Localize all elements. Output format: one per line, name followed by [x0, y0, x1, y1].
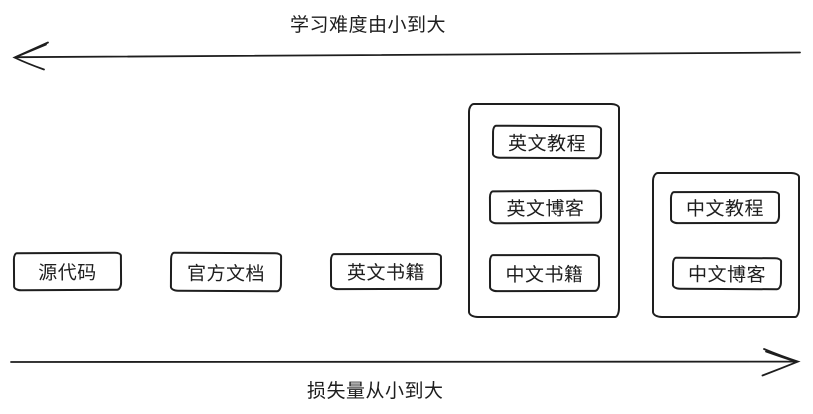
box-source-code: 源代码: [12, 251, 123, 292]
box-english-tutorials: 英文教程: [491, 124, 603, 160]
group-english-resources: 英文教程 英文博客 中文书籍: [468, 103, 620, 318]
box-english-tutorials-label: 英文教程: [507, 133, 587, 155]
difficulty-arrow-left-icon: [12, 41, 801, 71]
box-source-code-label: 源代码: [38, 262, 97, 285]
box-chinese-books-label: 中文书籍: [505, 264, 584, 286]
box-english-blogs-label: 英文博客: [506, 198, 585, 220]
difficulty-axis-label: 学习难度由小到大: [290, 15, 447, 36]
loss-axis-label: 损失量从小到大: [307, 381, 444, 402]
box-official-docs-label: 官方文档: [186, 263, 266, 285]
box-english-books: 英文书籍: [329, 252, 443, 291]
loss-arrow-right-icon: [10, 348, 801, 377]
group-chinese-resources: 中文教程 中文博客: [652, 172, 800, 318]
box-english-blogs: 英文博客: [488, 189, 603, 225]
box-official-docs: 官方文档: [169, 251, 283, 293]
box-chinese-tutorials-label: 中文教程: [685, 198, 765, 221]
box-chinese-tutorials: 中文教程: [669, 190, 781, 225]
box-chinese-blogs: 中文博客: [671, 256, 783, 291]
box-chinese-books: 中文书籍: [488, 253, 601, 293]
box-chinese-blogs-label: 中文博客: [687, 264, 767, 287]
box-english-books-label: 英文书籍: [346, 262, 426, 285]
